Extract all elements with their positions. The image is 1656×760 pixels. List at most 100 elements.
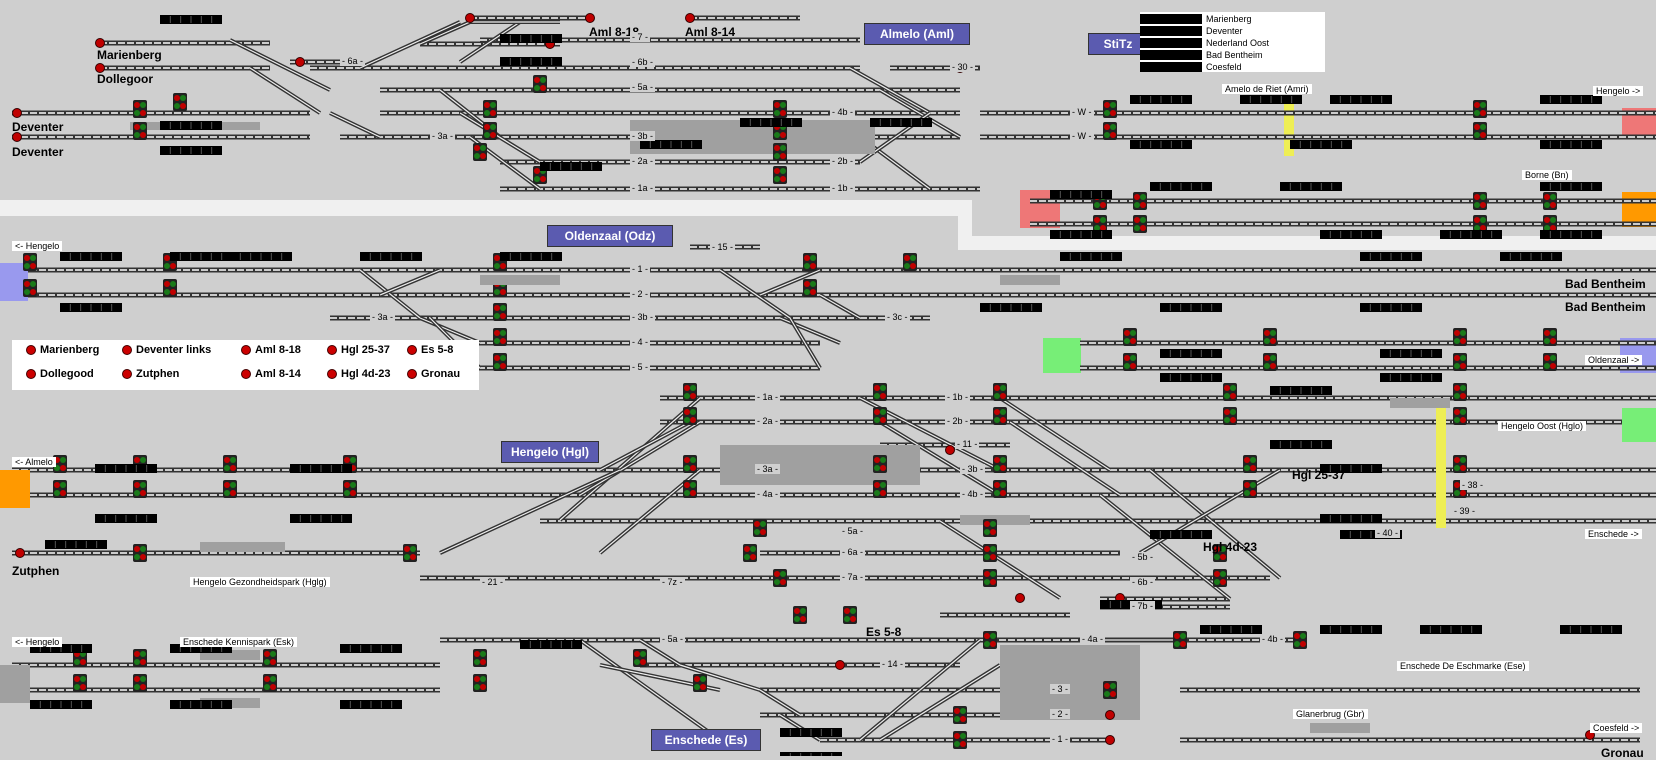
track-number-oldenzaal[interactable]: - 5 - [630, 362, 651, 372]
track-number-hengelo[interactable]: - 6a - [840, 547, 866, 557]
station-almelo[interactable]: Almelo (Aml) [864, 23, 970, 45]
track-number-enschede[interactable]: - 5a - [660, 634, 686, 644]
signal-red-icon [134, 482, 140, 488]
track-number-enschede[interactable]: - 2 - [1050, 709, 1071, 719]
track-number-oldenzaal[interactable]: - 4 - [630, 337, 651, 347]
track-number-almelo[interactable]: - 6a - [340, 56, 366, 66]
signal-green-icon [1550, 194, 1556, 200]
legend-item-es-5-8[interactable]: Es 5-8 [407, 344, 453, 356]
status-row: Marienberg [1140, 13, 1252, 24]
legend-item-hgl-25-37[interactable]: Hgl 25-37 [327, 344, 390, 356]
signal-red-icon [164, 281, 170, 287]
track-number-almelo[interactable]: - 7 - [630, 32, 651, 42]
track-number-almelo[interactable]: - 4b - [830, 107, 856, 117]
legend-item-deventer-links[interactable]: Deventer links [122, 344, 211, 356]
signal-green-icon [1460, 457, 1466, 463]
signal-red-icon [494, 330, 500, 336]
signal-red-icon [760, 529, 766, 535]
track-number-hengelo[interactable]: - 3b - [960, 464, 986, 474]
track-number-oldenzaal[interactable]: - 2 - [630, 289, 651, 299]
signal-green-icon [1550, 355, 1556, 361]
track-number-hengelo[interactable]: - 7z - [660, 577, 685, 587]
track-number-almelo[interactable]: - 1b - [830, 183, 856, 193]
signal-green-icon [984, 579, 990, 585]
signal-red-icon [874, 482, 880, 488]
track-number-enschede[interactable]: - 3 - [1050, 684, 1071, 694]
signal-green-icon [494, 289, 500, 295]
signal-green-icon [684, 417, 690, 423]
track-number-hengelo[interactable]: - 11 - [955, 439, 980, 449]
platform [1000, 275, 1060, 285]
track-number-hengelo[interactable]: - 5a - [840, 526, 866, 536]
track-number-oldenzaal[interactable]: - 3b - [630, 312, 656, 322]
legend-item-marienberg[interactable]: Marienberg [26, 344, 99, 356]
legend-item-zutphen[interactable]: Zutphen [122, 368, 179, 380]
track-number-enschede[interactable]: - 14 - [880, 659, 906, 669]
signal-red-icon [264, 651, 270, 657]
track-number-enschede[interactable]: - 4a - [1080, 634, 1106, 644]
signal-green-icon [30, 255, 36, 261]
legend-item-aml-8-18[interactable]: Aml 8-18 [241, 344, 301, 356]
track-number-hengelo[interactable]: - 1b - [945, 392, 971, 402]
track-number-hengelo[interactable]: - 2b - [945, 416, 971, 426]
signal-green-icon [640, 651, 646, 657]
signal-green-icon [1544, 363, 1550, 369]
track-number-almelo[interactable]: - 1a - [630, 183, 656, 193]
track-number-almelo[interactable]: - 2b - [830, 156, 856, 166]
track-number-hengelo[interactable]: - 5b - [1130, 552, 1156, 562]
track-number-hengelo[interactable]: - 4b - [960, 489, 986, 499]
signal-icon [407, 369, 417, 379]
track-number-almelo[interactable]: - 2a - [630, 156, 656, 166]
station-hengelo[interactable]: Hengelo (Hgl) [501, 441, 599, 463]
track-number-enschede[interactable]: - 1 - [1050, 734, 1071, 744]
signal-red-icon [810, 263, 816, 269]
signal-icon [122, 369, 132, 379]
track-number-hengelo[interactable]: - 7a - [840, 572, 866, 582]
signal-red-icon [224, 457, 230, 463]
track-number-oldenzaal[interactable]: - 3a - [370, 312, 396, 322]
place-dollegoor: Dollegoor [97, 72, 153, 86]
track-number-hengelo[interactable]: - 40 - [1375, 528, 1401, 538]
track-number-hengelo[interactable]: - 3a - [755, 464, 781, 474]
signal-red-icon [744, 546, 750, 552]
switch-track-inner [1149, 469, 1281, 579]
signal-red-icon [140, 554, 146, 560]
track-number-hengelo[interactable]: - 21 - [480, 577, 506, 587]
track-number-hengelo[interactable]: - 2a - [755, 416, 781, 426]
legend-item-hgl-4d-23[interactable]: Hgl 4d-23 [327, 368, 391, 380]
track-number-almelo[interactable]: - 5a - [630, 82, 656, 92]
track-number-almelo[interactable]: - 3b - [630, 131, 656, 141]
legend-item-aml-8-14[interactable]: Aml 8-14 [241, 368, 301, 380]
track-number-almelo[interactable]: - 30 - [950, 62, 976, 72]
legend-item-gronau[interactable]: Gronau [407, 368, 460, 380]
signal-green-icon [690, 409, 696, 415]
track-number-hengelo[interactable]: - 7b - [1130, 601, 1156, 611]
track-number-almelo[interactable]: - 3a - [430, 131, 456, 141]
station-stitz[interactable]: StiTz [1088, 33, 1148, 55]
track-number-w_tracks[interactable]: - W - [1070, 131, 1094, 141]
track-number-oldenzaal[interactable]: - 15 - [710, 242, 736, 252]
track-number-enschede[interactable]: - 4b - [1260, 634, 1286, 644]
signal-green-icon [760, 521, 766, 527]
track-number-hengelo[interactable]: - 1a - [755, 392, 781, 402]
signal-green-icon [140, 482, 146, 488]
track-number-hengelo[interactable]: - 6b - [1130, 577, 1156, 587]
signal-green-icon [800, 608, 806, 614]
legend-item-dollegood[interactable]: Dollegood [26, 368, 94, 380]
track-number-oldenzaal[interactable]: - 3c - [885, 312, 910, 322]
station-enschede[interactable]: Enschede (Es) [651, 729, 761, 751]
track-number-oldenzaal[interactable]: - 1 - [630, 264, 651, 274]
signal-green-icon [24, 263, 30, 269]
track-number-w_tracks[interactable]: - W - [1070, 107, 1094, 117]
signal-green-icon [774, 132, 780, 138]
track-number-hengelo[interactable]: - 4a - [755, 489, 781, 499]
signal-green-icon [410, 546, 416, 552]
track-number-almelo[interactable]: - 6b - [630, 57, 656, 67]
switch-track-inner [459, 21, 521, 63]
signal-green-icon [634, 659, 640, 665]
station-oldenzaal[interactable]: Oldenzaal (Odz) [547, 225, 673, 247]
track-number-hengelo[interactable]: - 38 - [1460, 480, 1486, 490]
signal-icon [407, 345, 417, 355]
track-number-hengelo[interactable]: - 39 - [1452, 506, 1478, 516]
signal-red-icon [480, 684, 486, 690]
